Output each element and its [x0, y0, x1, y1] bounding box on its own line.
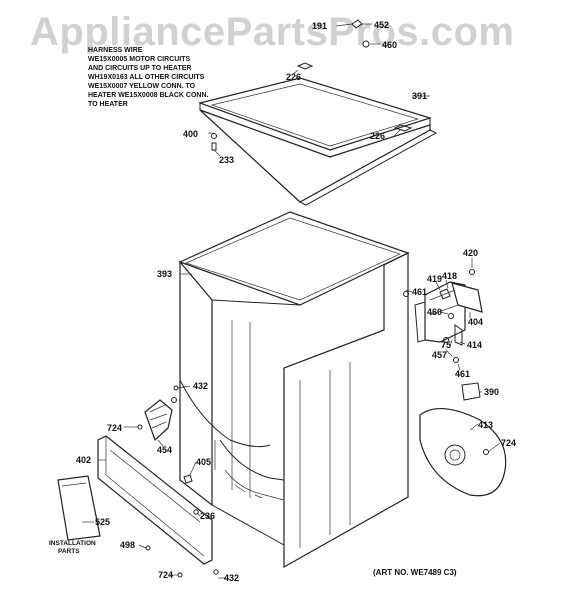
- label-191: 191: [312, 21, 327, 31]
- note-line: TO HEATER: [88, 101, 128, 108]
- art-number: (ART NO. WE7489 C3): [373, 568, 457, 577]
- top-cover-391: [197, 62, 438, 206]
- label-390: 390: [484, 387, 499, 397]
- bracket-assembly-404: [403, 269, 483, 363]
- label-460: 460: [427, 307, 442, 317]
- note-line: WE15X0005 MOTOR CIRCUITS: [88, 56, 191, 63]
- label-460: 460: [382, 40, 397, 50]
- label-525: 525: [95, 517, 110, 527]
- installation-parts-label-line1: INSTALLATION: [49, 540, 96, 547]
- label-432: 432: [193, 381, 208, 391]
- label-400: 400: [183, 129, 198, 139]
- label-233: 233: [219, 155, 234, 165]
- hinge-226-top: [296, 62, 314, 70]
- part-labels: 191 452 460 226 391 400 226 233 420 393 …: [49, 20, 516, 583]
- label-402: 402: [76, 455, 91, 465]
- label-236: 236: [200, 511, 215, 521]
- label-724: 724: [501, 438, 516, 448]
- installation-parts-bag-525: [57, 475, 101, 541]
- label-454: 454: [157, 445, 172, 455]
- label-457: 457: [432, 350, 447, 360]
- idler-assembly-454: [144, 397, 177, 442]
- label-226: 226: [370, 131, 385, 141]
- harness-wire-note: HARNESS WIRE WE15X0005 MOTOR CIRCUITS AND …: [88, 46, 228, 109]
- note-line: AND CIRCUITS UP TO HEATER: [88, 65, 192, 72]
- label-420: 420: [463, 248, 478, 258]
- watermark-logo: AppliancePartsPros.com: [30, 10, 515, 54]
- cabinet-393: [178, 211, 410, 569]
- note-line: HEATER WE15X0008 BLACK CONN.: [88, 92, 209, 99]
- label-461: 461: [412, 287, 427, 297]
- label-498: 498: [120, 540, 135, 550]
- label-452: 452: [374, 20, 389, 30]
- front-panel-402: [97, 435, 213, 565]
- installation-parts-label-line2: PARTS: [58, 548, 80, 555]
- label-419: 419: [427, 274, 442, 284]
- leader-lines: [82, 23, 501, 579]
- label-226: 226: [286, 72, 301, 82]
- rear-duct-cover-413: [419, 382, 507, 497]
- label-414: 414: [467, 340, 482, 350]
- bracket-390: [461, 382, 481, 401]
- label-413: 413: [478, 420, 493, 430]
- label-418: 418: [442, 271, 457, 281]
- note-line: WE15X0007 YELLOW CONN. TO: [88, 83, 196, 90]
- label-405: 405: [196, 457, 211, 467]
- label-393: 393: [157, 269, 172, 279]
- label-391: 391: [412, 91, 427, 101]
- hinge-226-right: [393, 124, 413, 132]
- label-404: 404: [468, 317, 483, 327]
- note-line: HARNESS WIRE: [88, 47, 143, 54]
- label-75: 75: [441, 340, 451, 350]
- label-724: 724: [158, 570, 173, 580]
- note-line: WH19X0163 ALL OTHER CIRCUITS: [88, 74, 205, 81]
- label-461: 461: [455, 369, 470, 379]
- label-724: 724: [107, 423, 122, 433]
- label-432: 432: [224, 573, 239, 583]
